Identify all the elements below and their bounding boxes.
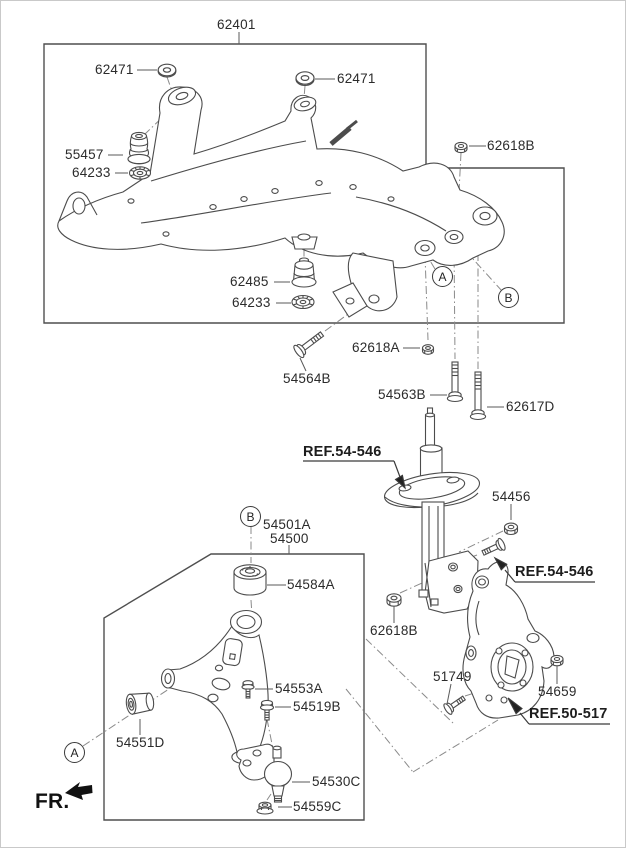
- part-54530C-ball-joint: [236, 743, 293, 803]
- part-label-62617D: 62617D: [506, 399, 555, 414]
- marker-b-lower-arm: B: [240, 506, 261, 527]
- part-label-54563B: 54563B: [378, 387, 426, 402]
- part-label-54500: 54500: [270, 531, 309, 546]
- part-51749-bolt: [443, 695, 467, 715]
- part-55457-bushing: [127, 131, 151, 165]
- part-label-62618B-top: 62618B: [487, 138, 535, 153]
- part-label-62618A: 62618A: [352, 340, 400, 355]
- part-label-62618B-mid: 62618B: [370, 623, 418, 638]
- marker-a-crossmember: A: [432, 266, 453, 287]
- part-54553A-bolt: [241, 680, 255, 699]
- part-54500-lower-arm: [160, 609, 271, 764]
- front-direction-arrow-icon: [65, 782, 93, 800]
- part-label-62471-left: 62471: [95, 62, 134, 77]
- part-64233-washer-upper: [128, 166, 152, 180]
- part-54559C-nut: [256, 801, 274, 815]
- part-54564B-bolt: [293, 331, 325, 359]
- part-62471-washer-left: [157, 63, 177, 78]
- part-62485-bushing: [291, 257, 317, 288]
- part-label-54564B: 54564B: [283, 371, 331, 386]
- part-label-64233-upper: 64233: [72, 165, 111, 180]
- part-62618B-nut-top: [454, 141, 468, 154]
- ref-label-54-546-upper: REF.54-546: [303, 444, 382, 460]
- marker-b-crossmember: B: [498, 287, 519, 308]
- part-54659-nut: [550, 654, 564, 667]
- part-54519B-bolt: [259, 699, 275, 721]
- part-label-62485: 62485: [230, 274, 269, 289]
- part-62618A-nut: [421, 344, 435, 355]
- part-54563B-bolt: [446, 361, 464, 403]
- part-strut-assembly: [383, 407, 481, 614]
- ref-label-50-517: REF.50-517: [529, 706, 608, 722]
- part-62401-crossmember: [57, 86, 505, 318]
- ref-leader-arrows: [303, 460, 610, 725]
- part-label-54659: 54659: [538, 684, 577, 699]
- part-label-55457: 55457: [65, 147, 104, 162]
- part-label-51749: 51749: [433, 669, 472, 684]
- marker-a-lower-arm: A: [64, 742, 85, 763]
- part-54584A-bushing: [233, 564, 267, 596]
- ref-label-54-546-lower: REF.54-546: [515, 564, 594, 580]
- crossmember-assembly-box: [43, 43, 565, 324]
- front-direction-label: FR.: [35, 790, 70, 813]
- part-label-54553A: 54553A: [275, 681, 323, 696]
- part-54456-nut: [503, 522, 519, 536]
- part-label-54530C: 54530C: [312, 774, 361, 789]
- part-54551D-bushing: [125, 692, 155, 715]
- part-label-54501A: 54501A: [263, 517, 311, 532]
- part-64233-washer-lower: [291, 294, 315, 310]
- part-label-64233-lower: 64233: [232, 295, 271, 310]
- part-label-54519B: 54519B: [293, 699, 341, 714]
- part-label-54551D: 54551D: [116, 735, 165, 750]
- label-leader-lines: [108, 32, 558, 808]
- part-ref-54-546-bolt: [481, 537, 506, 556]
- part-62617D-bolt: [469, 371, 487, 421]
- lower-arm-assembly-box: [103, 553, 365, 821]
- part-label-62471-right: 62471: [337, 71, 376, 86]
- part-label-62401: 62401: [217, 17, 256, 32]
- part-label-54559C: 54559C: [293, 799, 342, 814]
- part-62471-washer-right: [295, 71, 315, 86]
- part-label-54456: 54456: [492, 489, 531, 504]
- part-label-54584A: 54584A: [287, 577, 335, 592]
- part-62618B-nut-mid: [386, 593, 402, 607]
